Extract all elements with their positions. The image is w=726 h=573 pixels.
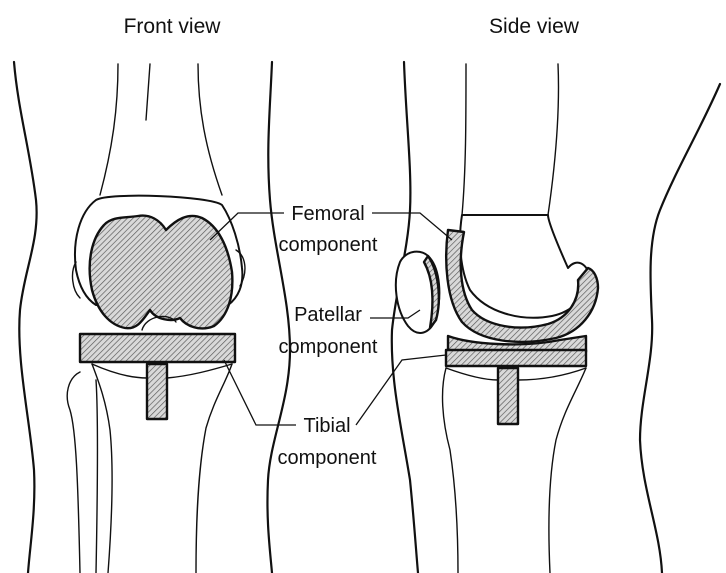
tibial-label-line1: Tibial <box>303 415 350 437</box>
side-leg-outline-back <box>640 84 720 573</box>
side-femur-bone <box>460 215 590 318</box>
side-tibia-bone <box>443 368 458 573</box>
front-femur-shaft-mid <box>146 64 150 120</box>
femoral-label-line2: component <box>279 234 378 256</box>
front-femur-shaft-right <box>198 64 222 195</box>
side-view <box>392 62 720 573</box>
front-tibial-stem <box>147 364 167 419</box>
tibial-label-line2: component <box>278 447 377 469</box>
front-view-title: Front view <box>124 15 222 38</box>
front-tibial-tray <box>80 334 235 362</box>
front-femur-shaft <box>100 64 118 195</box>
femoral-leader-side <box>372 213 452 240</box>
side-tibia-bone-back <box>549 368 586 573</box>
side-femur-front <box>462 64 466 215</box>
side-tibial-tray <box>446 350 586 366</box>
front-tibia-bone-right <box>196 364 232 573</box>
side-tibial-stem <box>498 368 518 424</box>
front-leg-outline-left <box>14 62 37 573</box>
patellar-label-line1: Patellar <box>294 304 362 326</box>
front-view <box>14 62 290 573</box>
front-tibia-bone <box>92 364 112 573</box>
tibial-leader-side <box>356 355 446 425</box>
front-leg-outline-right <box>267 62 290 573</box>
side-femur-back <box>548 64 559 215</box>
front-femoral-component <box>90 216 233 329</box>
patellar-label-line2: component <box>279 336 378 358</box>
femoral-label-line1: Femoral <box>291 203 364 225</box>
side-view-title: Side view <box>489 15 580 38</box>
front-fibula <box>67 372 80 573</box>
front-fibula-inner <box>96 380 98 573</box>
